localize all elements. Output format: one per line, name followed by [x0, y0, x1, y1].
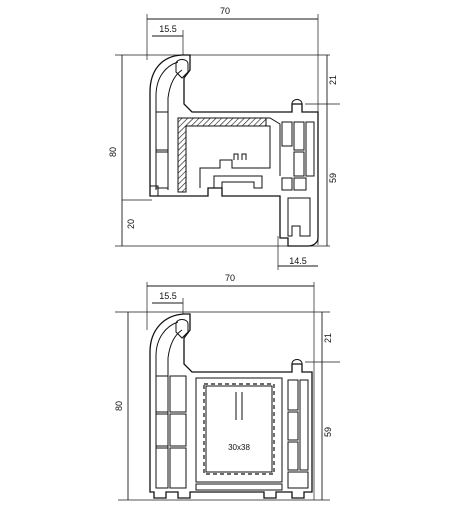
top-overall-width-label: 70	[220, 6, 230, 16]
bottom-profile-body	[149, 313, 313, 499]
bottom-right-top-height-label: 21	[323, 333, 333, 343]
bottom-profile-drawing: 70 15.5 80 21 59 30x38	[114, 273, 340, 501]
top-bottom-left-height-label: 20	[126, 219, 136, 229]
top-right-top-height-label: 21	[328, 75, 338, 85]
top-bottom-right-width-label: 14.5	[289, 256, 307, 266]
bottom-right-height-label: 59	[323, 427, 333, 437]
top-left-height-label: 80	[108, 147, 118, 157]
top-nose-width-label: 15.5	[159, 24, 177, 34]
bottom-overall-width-label: 70	[225, 273, 235, 283]
top-profile-body	[149, 54, 319, 247]
bottom-nose-width-label: 15.5	[159, 291, 177, 301]
top-profile-drawing: 70 15.5 80 20 21 59 14.5	[108, 6, 340, 270]
bottom-left-height-label: 80	[114, 401, 124, 411]
top-right-height-label: 59	[328, 173, 338, 183]
top-dimension-lines	[115, 14, 340, 270]
reinforcement-size-label: 30x38	[228, 443, 250, 452]
